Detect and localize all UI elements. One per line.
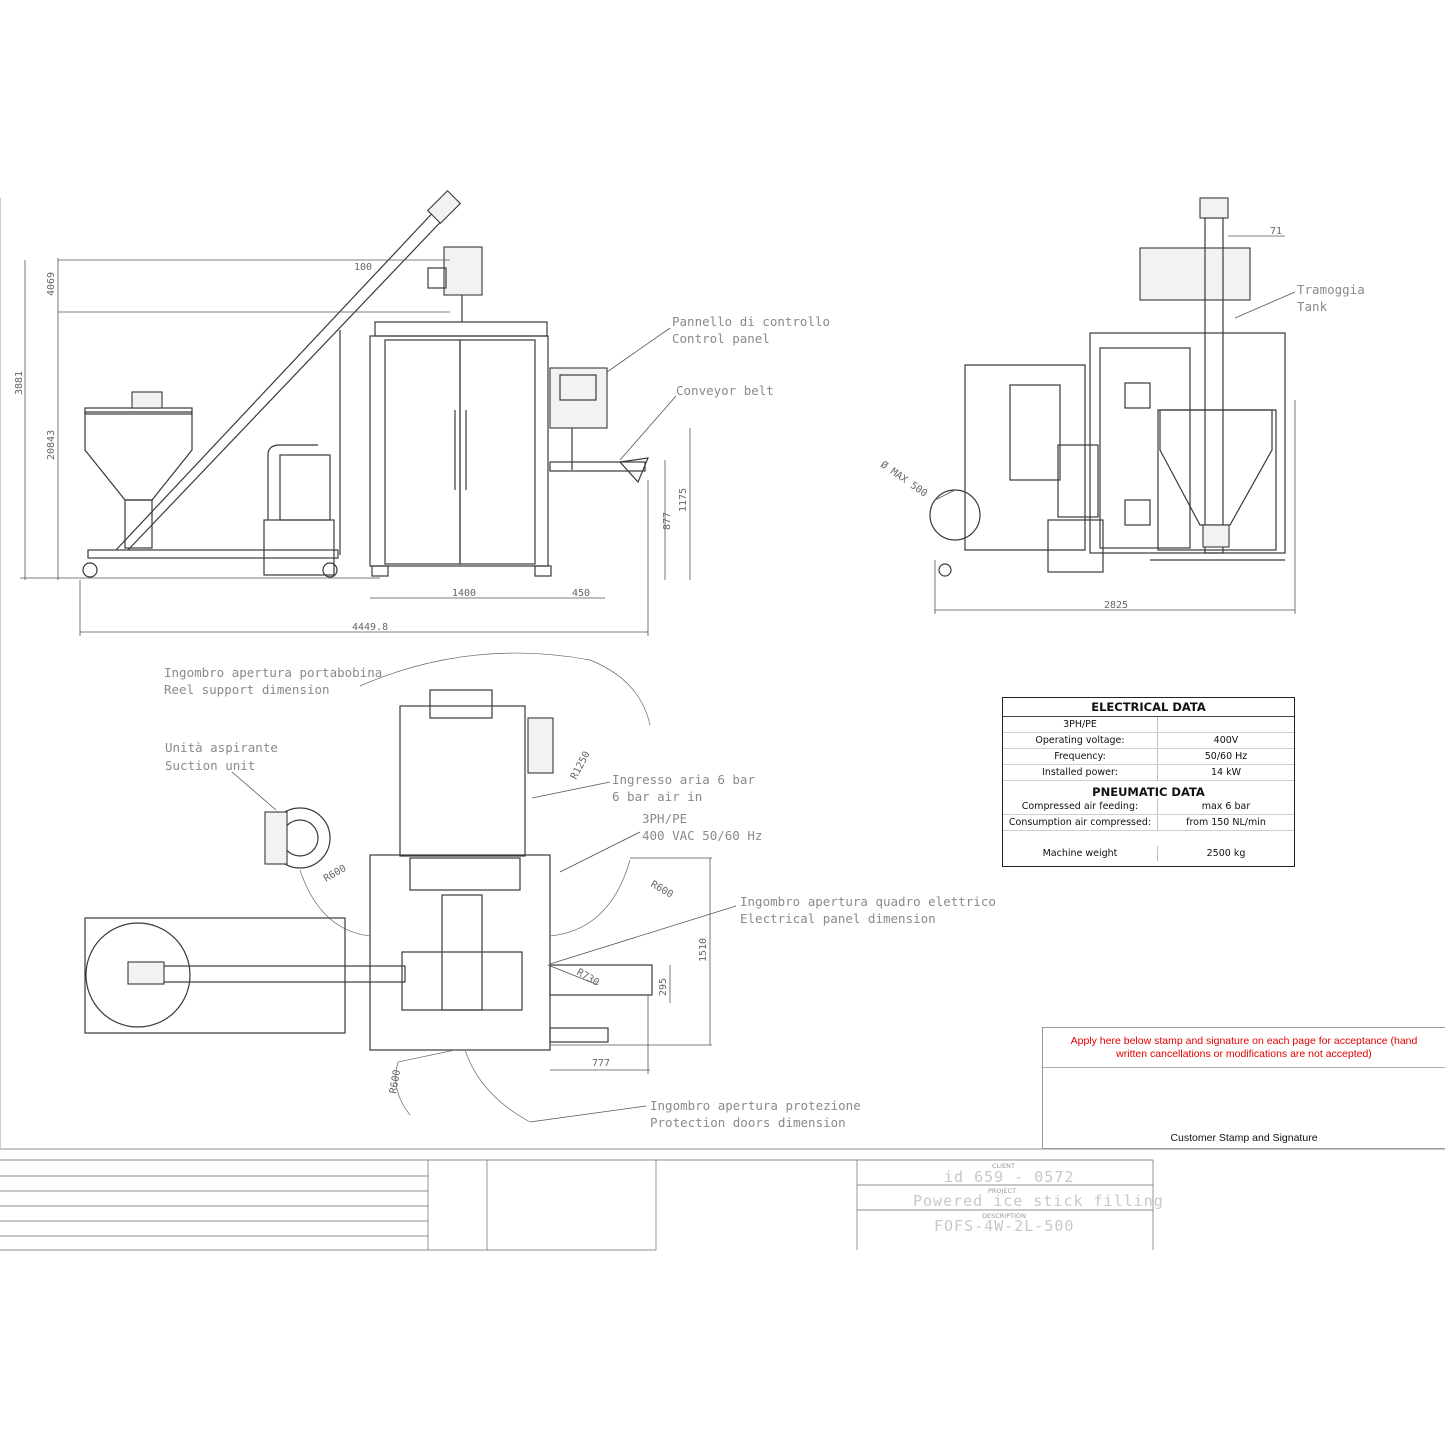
svg-text:1175: 1175 <box>678 488 689 512</box>
svg-text:Ingombro apertura protezione: Ingombro apertura protezione <box>650 1098 861 1113</box>
supply-row: 3PH/PE <box>1003 717 1294 733</box>
svg-text:1400: 1400 <box>452 588 476 599</box>
svg-text:295: 295 <box>658 978 669 996</box>
svg-text:R600: R600 <box>322 863 348 885</box>
front-view-dimension-labels: 100 4069 3881 20843 1175 877 1400 450 44… <box>14 262 689 633</box>
svg-text:PROJECT: PROJECT <box>988 1187 1016 1195</box>
svg-text:id 659 - 0572: id 659 - 0572 <box>944 1168 1074 1186</box>
svg-text:777: 777 <box>592 1058 610 1069</box>
svg-text:R730: R730 <box>575 967 601 989</box>
svg-text:Powered ice stick filling: Powered ice stick filling <box>913 1192 1164 1210</box>
front-view-dimensions <box>20 258 691 636</box>
weight-value: 2500 kg <box>1206 848 1246 859</box>
side-view-dimensions <box>934 235 1296 614</box>
title-block <box>0 1159 1154 1251</box>
svg-text:400 VAC 50/60 Hz: 400 VAC 50/60 Hz <box>642 828 762 843</box>
row-value: max 6 bar <box>1201 801 1251 812</box>
row-label: Installed power: <box>1003 765 1158 780</box>
callout-leaders <box>231 291 1296 1123</box>
svg-text:Tank: Tank <box>1297 299 1328 314</box>
pneumatic-data-title: PNEUMATIC DATA <box>1092 785 1205 799</box>
row-label: Frequency: <box>1003 749 1158 764</box>
row-value: from 150 NL/min <box>1186 817 1266 828</box>
callout-labels: Pannello di controllo Control panel Conv… <box>164 282 1365 1130</box>
table-row: Frequency: 50/60 Hz <box>1003 749 1294 765</box>
svg-text:Ingombro apertura portabobina: Ingombro apertura portabobina <box>164 665 382 680</box>
row-label: Consumption air compressed: <box>1003 815 1158 830</box>
svg-text:Suction unit: Suction unit <box>165 758 255 773</box>
row-value: 50/60 Hz <box>1204 751 1248 762</box>
svg-text:6 bar air in: 6 bar air in <box>612 789 702 804</box>
svg-text:Tramoggia: Tramoggia <box>1297 282 1365 297</box>
weight-row: Machine weight 2500 kg <box>1003 846 1294 861</box>
svg-text:2825: 2825 <box>1104 600 1128 611</box>
svg-text:4449.8: 4449.8 <box>352 622 388 633</box>
svg-text:Ingombro apertura quadro elett: Ingombro apertura quadro elettrico <box>740 894 996 909</box>
svg-text:1510: 1510 <box>698 938 709 962</box>
svg-text:4069: 4069 <box>46 272 57 296</box>
signature-label: Customer Stamp and Signature <box>1170 1132 1318 1144</box>
row-label: Operating voltage: <box>1003 733 1158 748</box>
svg-text:100: 100 <box>354 262 372 273</box>
svg-text:R600: R600 <box>388 1069 403 1095</box>
svg-text:R1250: R1250 <box>569 750 593 782</box>
svg-text:Reel support dimension: Reel support dimension <box>164 682 330 697</box>
sheet-frame <box>0 198 1445 1150</box>
weight-label: Machine weight <box>1003 846 1158 861</box>
supply-label: 3PH/PE <box>1003 717 1158 732</box>
svg-text:Control panel: Control panel <box>672 331 770 346</box>
acceptance-message: Apply here below stamp and signature on … <box>1043 1028 1445 1068</box>
svg-text:450: 450 <box>572 588 590 599</box>
table-row: Operating voltage: 400V <box>1003 733 1294 749</box>
svg-text:R600: R600 <box>649 879 675 901</box>
svg-text:877: 877 <box>662 512 673 530</box>
acceptance-box: Apply here below stamp and signature on … <box>1042 1027 1445 1149</box>
title-block-text: CLIENT id 659 - 0572 PROJECT Powered ice… <box>913 1162 1164 1235</box>
side-view <box>929 197 1286 577</box>
row-value: 14 kW <box>1210 767 1241 778</box>
top-view <box>84 652 653 1123</box>
svg-text:71: 71 <box>1270 226 1282 237</box>
row-value: 400V <box>1213 735 1239 746</box>
front-view <box>82 189 649 578</box>
svg-text:FOFS-4W-2L-500: FOFS-4W-2L-500 <box>934 1217 1074 1235</box>
table-row: Consumption air compressed: from 150 NL/… <box>1003 815 1294 831</box>
svg-text:Pannello di controllo: Pannello di controllo <box>672 314 830 329</box>
top-view-dimensions <box>547 857 712 1074</box>
svg-text:DESCRIPTION: DESCRIPTION <box>982 1212 1026 1220</box>
svg-text:CLIENT: CLIENT <box>992 1162 1015 1170</box>
svg-text:3PH/PE: 3PH/PE <box>642 811 687 826</box>
svg-text:Ingresso aria 6 bar: Ingresso aria 6 bar <box>612 772 755 787</box>
svg-text:3881: 3881 <box>14 371 25 395</box>
row-label: Compressed air feeding: <box>1003 799 1158 814</box>
svg-text:Unità aspirante: Unità aspirante <box>165 740 278 755</box>
svg-text:20843: 20843 <box>46 430 57 460</box>
svg-text:Ø MAX 500: Ø MAX 500 <box>878 459 929 500</box>
table-row: Compressed air feeding: max 6 bar <box>1003 799 1294 815</box>
svg-text:Protection doors dimension: Protection doors dimension <box>650 1115 846 1130</box>
svg-text:Electrical panel dimension: Electrical panel dimension <box>740 911 936 926</box>
technical-data-table: ELECTRICAL DATA 3PH/PE Operating voltage… <box>1002 697 1295 867</box>
table-row: Installed power: 14 kW <box>1003 765 1294 781</box>
svg-text:Conveyor belt: Conveyor belt <box>676 383 774 398</box>
electrical-data-title: ELECTRICAL DATA <box>1003 698 1294 717</box>
